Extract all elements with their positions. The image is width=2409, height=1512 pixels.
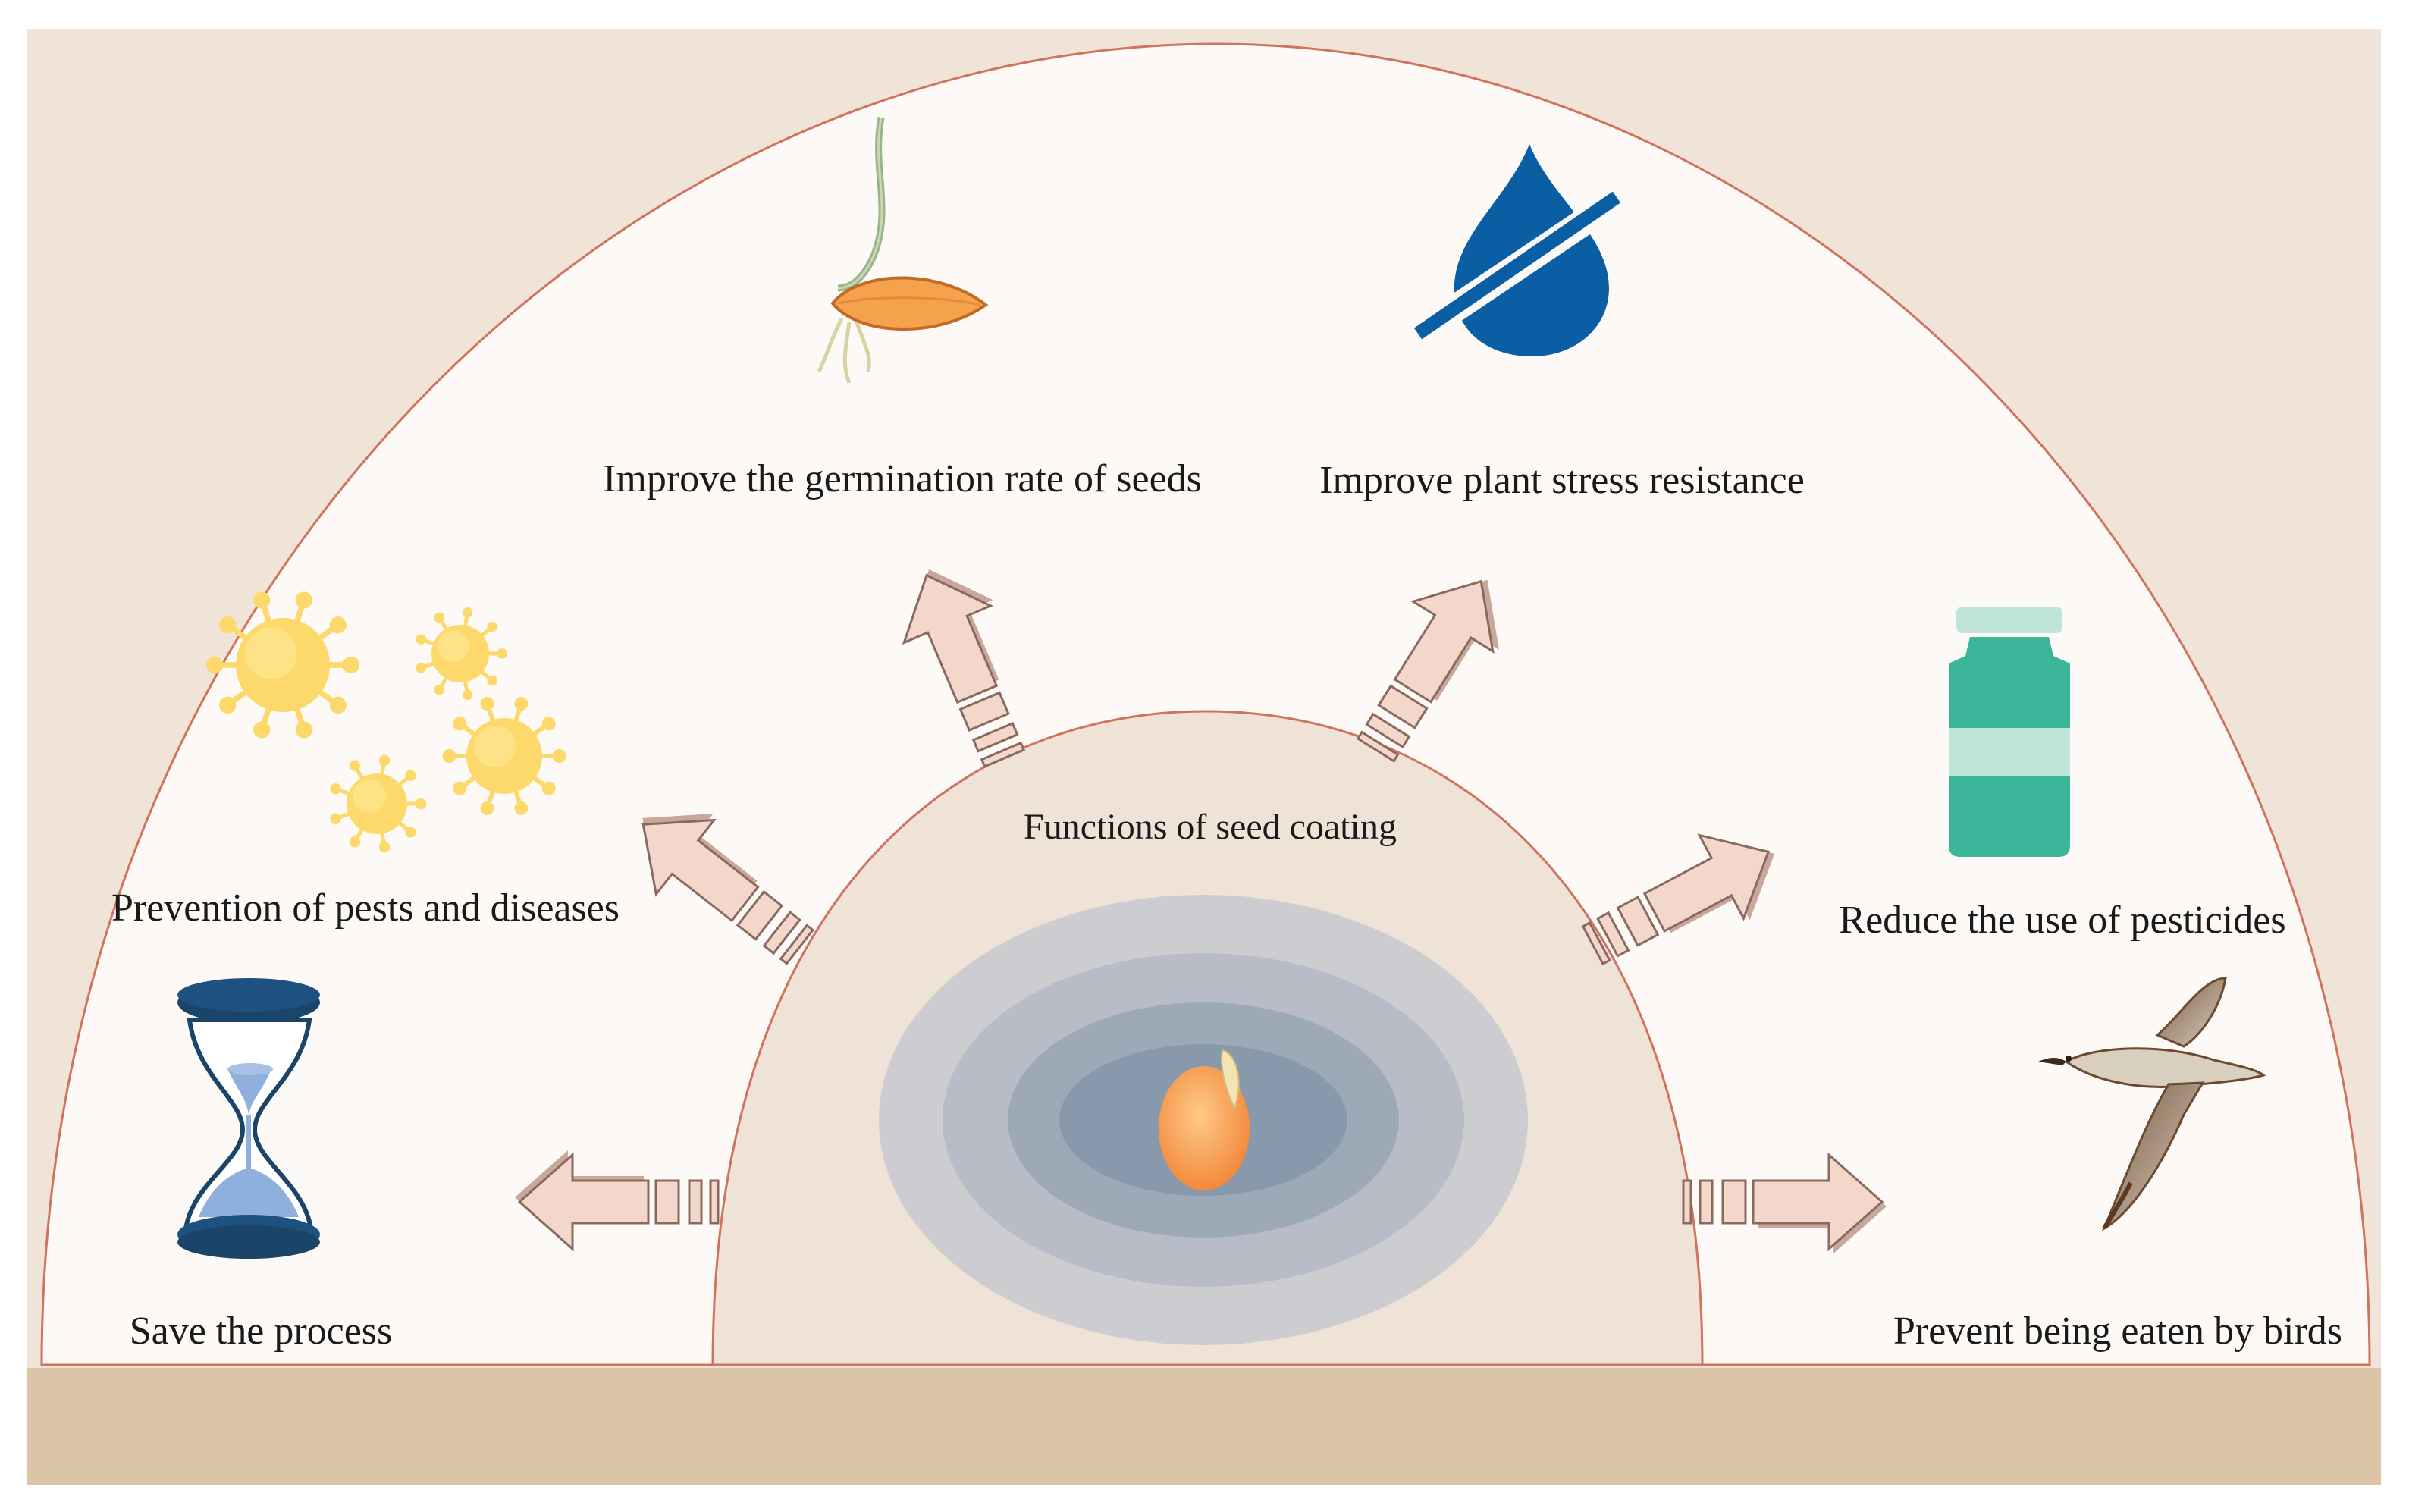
hourglass-icon [177, 978, 320, 1259]
label-germination: Improve the germination rate of seeds [603, 457, 1202, 500]
arrow-germination [902, 569, 1026, 768]
virus-particle [205, 591, 360, 739]
water-drop-slash-icon [1410, 144, 1623, 356]
virus-particle [416, 607, 507, 701]
arrow-process [515, 1150, 720, 1252]
outer-dome [40, 42, 2371, 1366]
label-stress: Improve plant stress resistance [1319, 459, 1805, 502]
virus-particle [330, 754, 427, 853]
seed-icon [1159, 1049, 1250, 1190]
label-pesticides: Reduce the use of pesticides [1839, 899, 2285, 942]
arrows-group [515, 569, 1887, 1253]
bird-icon [2038, 977, 2266, 1231]
arrow-pesticides [1581, 833, 1775, 966]
center-title: Functions of seed coating [1024, 807, 1397, 847]
virus-particle [442, 697, 566, 815]
arrow-stress [1356, 579, 1500, 763]
virus-icon [205, 591, 566, 853]
ground-strip [27, 1368, 2381, 1485]
pesticide-bottle-icon [1949, 607, 2070, 857]
label-process: Save the process [130, 1310, 393, 1353]
sprouting-seed-icon [817, 117, 989, 384]
label-pests: Prevention of pests and diseases [111, 886, 620, 930]
arrow-birds [1682, 1152, 1887, 1253]
label-birds: Prevent being eaten by birds [1893, 1310, 2342, 1353]
arrow-pests [641, 814, 815, 965]
